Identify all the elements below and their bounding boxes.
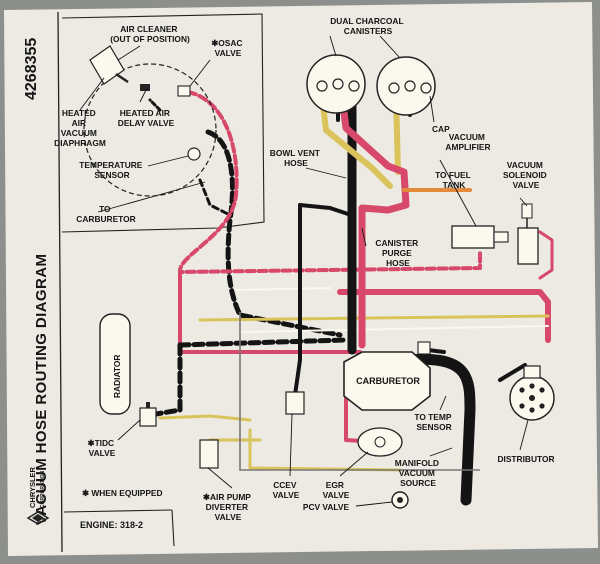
label-canister-purge: CANISTER PURGE HOSE — [375, 238, 420, 268]
hose-delay-valve — [148, 98, 162, 112]
hose-white-upper — [239, 325, 549, 333]
vacuum-solenoid-part — [517, 203, 539, 265]
label-air-cleaner: AIR CLEANER (OUT OF POSITION) — [110, 24, 190, 44]
hose-carb-right — [426, 348, 446, 354]
label-vacuum-amplifier: VACUUM AMPLIFIER — [445, 132, 490, 152]
engine-box-side — [171, 509, 175, 547]
label-egr-valve: EGR VALVE — [323, 480, 350, 500]
label-bowl-vent-hose: BOWL VENT HOSE — [270, 148, 322, 168]
label-distributor: DISTRIBUTOR — [497, 454, 554, 464]
title-strip-border — [57, 11, 63, 553]
engine-outline — [239, 312, 480, 471]
label-tidc-valve: ✱TIDC VALVE — [88, 438, 117, 458]
label-heated-air-diaphragm: HEATED AIR VACUUM DIAPHRAGM — [54, 108, 106, 148]
egr-valve-part — [357, 427, 403, 457]
vacuum-amplifier-part — [451, 225, 509, 249]
label-dual-canisters: DUAL CHARCOAL CANISTERS — [330, 16, 406, 36]
label-pcv-valve: PCV VALVE — [303, 502, 350, 512]
heated-air-diaphragm-part — [89, 45, 129, 85]
hose-distributor — [498, 363, 527, 382]
ccev-valve-part — [285, 391, 305, 415]
label-vacuum-solenoid: VACUUM SOLENOID VALVE — [503, 160, 549, 190]
leader-lines — [79, 35, 529, 507]
hose-ccev — [293, 203, 302, 397]
brand-sub: CORPORATION — [40, 470, 46, 508]
label-carburetor: CARBURETOR — [356, 376, 420, 386]
hose-bowl-vent-black — [298, 203, 350, 216]
label-osac-valve: ✱OSAC VALVE — [211, 38, 245, 58]
hose-tan-upper — [198, 314, 550, 322]
label-engine: ENGINE: 318-2 — [80, 520, 143, 530]
delay-valve-part — [140, 84, 150, 91]
engine-box-top — [63, 509, 173, 513]
side-title: VACUUM HOSE ROUTING DIAGRAM — [33, 254, 50, 525]
pcv-valve-part — [391, 491, 409, 509]
label-to-carburetor: TO CARBURETOR — [76, 204, 135, 224]
label-radiator: RADIATOR — [112, 355, 122, 398]
air-cleaner-inset-border — [61, 13, 265, 233]
air-pump-diverter-part — [199, 439, 219, 469]
label-when-equipped: ✱ WHEN EQUIPPED — [82, 488, 163, 498]
label-heated-air-delay: HEATED AIR DELAY VALVE — [118, 108, 175, 128]
radiator-part — [99, 313, 131, 415]
hose-to-carburetor — [198, 178, 232, 217]
hose-tidc-dashed — [147, 342, 183, 418]
hose-pink-upper-right — [337, 289, 551, 343]
hose-white-mid — [234, 287, 331, 291]
temperature-sensor-part — [187, 147, 201, 161]
carburetor-part — [343, 341, 431, 411]
label-manifold-vacuum: MANIFOLD VACUUM SOURCE — [395, 458, 442, 488]
hose-tan-lower — [158, 414, 252, 422]
hose-osac-pink — [178, 90, 482, 274]
hose-air-cleaner-carb — [205, 129, 343, 338]
distributor-part — [509, 365, 555, 421]
label-ccev-valve: CCEV VALVE — [273, 480, 300, 500]
air-cleaner-outline — [83, 63, 217, 197]
label-to-fuel-tank: TO FUEL TANK — [435, 170, 473, 190]
dual-charcoal-canisters — [306, 54, 436, 116]
osac-valve-part — [177, 85, 191, 97]
label-air-pump-diverter: ✱AIR PUMP DIVERTER VALVE — [203, 492, 253, 522]
brand-name: CHRYSLER — [28, 466, 37, 508]
label-to-temp-sensor: TO TEMP SENSOR — [414, 412, 453, 432]
hose-dashed-cross — [177, 337, 348, 348]
label-temperature-sensor: TEMPERATURE SENSOR — [79, 160, 144, 180]
chrysler-logo — [26, 511, 50, 525]
hose-solenoid-pink — [538, 230, 554, 280]
hose-bowl-vent-yellow — [319, 93, 393, 189]
tidc-valve-part — [139, 402, 157, 427]
part-number: 4268355 — [23, 38, 40, 100]
hose-manifold-vacuum — [404, 353, 476, 506]
label-cap: CAP — [432, 124, 450, 134]
